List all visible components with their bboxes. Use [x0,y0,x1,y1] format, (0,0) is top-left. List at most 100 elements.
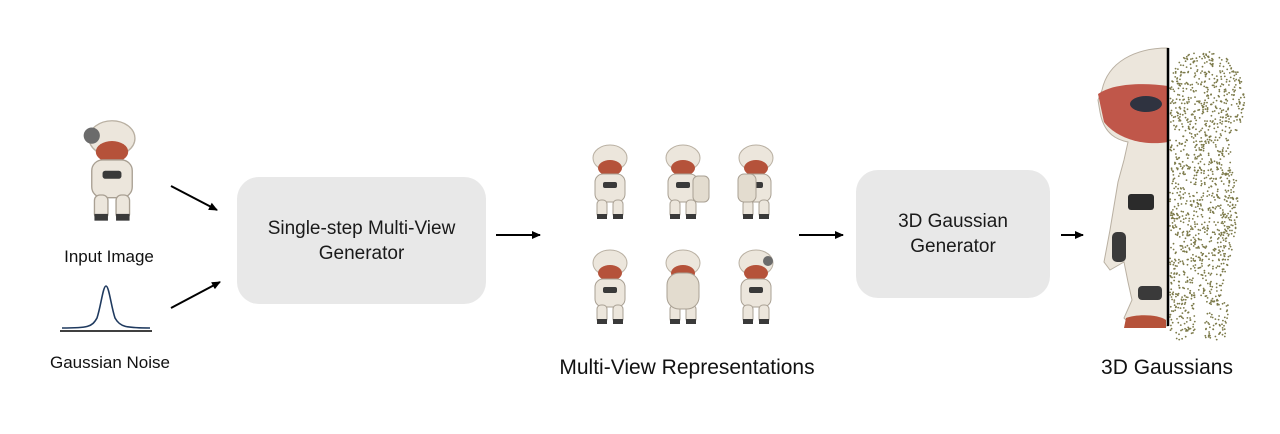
pointcloud-point [1193,210,1195,213]
pointcloud-point [1191,279,1193,282]
pointcloud-point [1195,65,1198,67]
pointcloud-point [1190,257,1193,259]
pointcloud-point [1178,258,1180,261]
pointcloud-point [1203,226,1205,229]
pointcloud-point [1210,159,1213,162]
pointcloud-point [1220,262,1223,265]
pointcloud-point [1198,117,1201,119]
pointcloud-point [1185,66,1188,68]
pointcloud-point [1198,284,1201,287]
pointcloud-point [1234,204,1237,206]
pointcloud-point [1204,73,1207,76]
pointcloud-point [1209,292,1212,295]
pointcloud-point [1190,67,1192,70]
pointcloud-point [1225,60,1228,63]
pointcloud-point [1219,234,1222,237]
pointcloud-point [1192,265,1195,267]
pointcloud-point [1209,177,1211,180]
pointcloud-point [1216,80,1219,82]
pointcloud-point [1235,212,1238,215]
pointcloud-point [1194,156,1197,159]
pointcloud-point [1199,258,1202,260]
pointcloud-point [1179,78,1181,81]
pointcloud-point [1173,279,1175,282]
pointcloud-point [1220,231,1223,234]
pointcloud-point [1230,173,1233,176]
pointcloud-point [1171,260,1173,263]
pointcloud-point [1179,191,1182,193]
pointcloud-point [1207,169,1210,172]
pointcloud-point [1189,200,1192,203]
pointcloud-point [1206,108,1209,111]
pointcloud-point [1234,221,1236,224]
pointcloud-point [1222,279,1225,282]
pointcloud-point [1227,255,1230,258]
pointcloud-point [1228,126,1231,129]
pointcloud-point [1229,229,1231,232]
pointcloud-point [1228,194,1231,197]
pointcloud-point [1169,111,1172,114]
pointcloud-point [1194,238,1196,241]
pointcloud-point [1213,160,1216,163]
pointcloud-point [1232,206,1235,209]
pointcloud-point [1207,336,1210,338]
pointcloud-point [1198,149,1201,151]
pointcloud-point [1194,181,1197,184]
pointcloud-point [1185,179,1188,182]
pointcloud-point [1209,274,1212,276]
pointcloud-point [1190,228,1192,231]
pointcloud-point [1226,263,1228,266]
pointcloud-point [1233,74,1236,77]
pointcloud-point [1219,250,1221,253]
pointcloud-point [1229,76,1232,79]
pointcloud-point [1189,195,1191,198]
pointcloud-point [1212,254,1214,257]
pointcloud-point [1170,169,1173,171]
pointcloud-point [1175,98,1178,100]
pointcloud-point [1196,133,1199,136]
pointcloud-point [1184,192,1186,194]
pointcloud-point [1210,93,1212,96]
pointcloud-point [1205,105,1208,107]
pointcloud-point [1204,247,1207,249]
pointcloud-point [1209,283,1212,286]
pointcloud-point [1207,334,1210,337]
pointcloud-point [1184,57,1186,60]
multiview-grid [592,144,774,325]
pointcloud-point [1223,72,1226,75]
pointcloud-point [1184,298,1187,301]
pointcloud-point [1209,326,1211,329]
pointcloud-point [1182,193,1185,196]
pointcloud-point [1221,249,1224,252]
pointcloud-point [1202,149,1205,152]
pointcloud-point [1169,261,1171,264]
pointcloud-point [1186,157,1189,160]
pointcloud-point [1178,94,1181,96]
pointcloud-point [1210,162,1212,165]
pointcloud-point [1242,107,1244,110]
pointcloud-point [1194,133,1196,136]
pointcloud-point [1216,241,1219,244]
pointcloud-point [1180,143,1183,146]
pointcloud-point [1194,146,1196,149]
pointcloud-point [1191,228,1194,231]
pointcloud-point [1203,103,1205,106]
pointcloud-point [1231,224,1234,227]
pointcloud-point [1216,302,1219,305]
pointcloud-point [1215,85,1218,88]
pointcloud-point [1227,227,1229,230]
pointcloud-point [1187,98,1190,101]
pointcloud-point [1211,192,1214,195]
pointcloud-point [1212,177,1215,180]
pointcloud-point [1198,207,1201,210]
pointcloud-point [1193,153,1196,156]
pointcloud-point [1173,304,1176,307]
pointcloud-point [1182,197,1185,199]
pointcloud-point [1179,116,1181,118]
pointcloud-point [1216,162,1219,165]
pointcloud-point [1175,185,1177,188]
pointcloud-point [1186,279,1189,282]
pointcloud-point [1172,293,1174,296]
pointcloud-point [1223,224,1226,227]
pointcloud-point [1203,269,1206,272]
